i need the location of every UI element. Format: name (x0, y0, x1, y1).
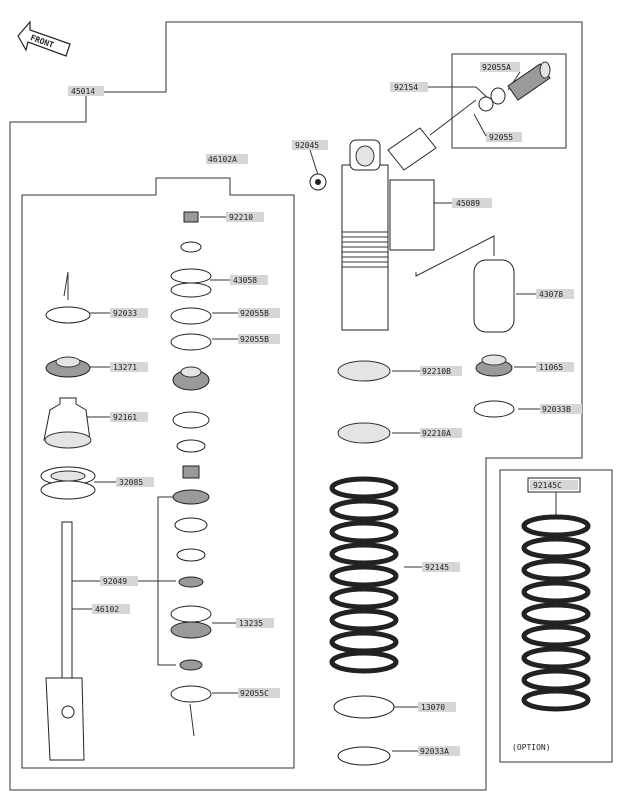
svg-text:92033B: 92033B (542, 405, 571, 414)
collar-43058 (170, 268, 212, 298)
reservoir-cap-box (451, 53, 567, 149)
label-92033B: 92033B (540, 404, 582, 414)
cap-11065 (475, 354, 513, 377)
lock-nut-92210A (337, 422, 391, 444)
label-92055C: 92055C (238, 688, 280, 698)
washer-top (180, 241, 202, 253)
label-92045: 92045 (292, 140, 328, 150)
svg-text:13235: 13235 (239, 619, 263, 628)
svg-text:46102A: 46102A (208, 155, 237, 164)
clip-92033 (45, 306, 91, 324)
leader-lines (63, 71, 557, 752)
label-92033: 92033 (110, 308, 148, 318)
clip-92033B (473, 400, 515, 418)
label-92055B-1: 92055B (238, 308, 280, 318)
label-46102: 46102 (92, 604, 130, 614)
label-92210A: 92210A (420, 428, 462, 438)
assembly-outline (9, 21, 583, 791)
label-92145: 92145 (422, 562, 460, 572)
nut-92210 (183, 211, 199, 223)
svg-text:92161: 92161 (113, 413, 137, 422)
piston-head (172, 366, 210, 391)
piston-rod-46102 (45, 521, 85, 761)
svg-text:92055C: 92055C (240, 689, 269, 698)
svg-text:92055A: 92055A (482, 63, 511, 72)
label-11065: 11065 (536, 362, 574, 372)
svg-text:92154: 92154 (394, 83, 418, 92)
clip-92033A (337, 746, 391, 766)
piston-13235 (170, 605, 212, 639)
svg-text:92049: 92049 (103, 577, 127, 586)
svg-text:43058: 43058 (233, 276, 257, 285)
shims (172, 411, 210, 588)
seat-13070 (333, 695, 395, 719)
label-46102A: 46102A (206, 154, 248, 164)
svg-text:92055B: 92055B (240, 309, 269, 318)
label-92210B: 92210B (420, 366, 462, 376)
label-92055B-2: 92055B (238, 334, 280, 344)
label-43058: 43058 (230, 275, 268, 285)
label-92055: 92055 (486, 132, 522, 142)
label-92210: 92210 (226, 212, 264, 222)
label-32085: 32085 (116, 477, 154, 487)
shock-body (309, 127, 437, 331)
svg-text:45089: 45089 (456, 199, 480, 208)
label-92154: 92154 (390, 82, 428, 92)
spring-92145 (329, 476, 399, 674)
o-ring-92055C (170, 685, 212, 703)
svg-text:92210B: 92210B (422, 367, 451, 376)
svg-text:13070: 13070 (421, 703, 445, 712)
svg-text:92210A: 92210A (422, 429, 451, 438)
svg-text:45014: 45014 (71, 87, 95, 96)
spring-92145C (521, 514, 591, 712)
option-box (499, 469, 613, 763)
label-92033A: 92033A (418, 746, 460, 756)
label-45014: 45014 (68, 86, 104, 96)
o-ring-92055B-2 (170, 333, 212, 351)
label-45089: 45089 (452, 198, 492, 208)
svg-text:92210: 92210 (229, 213, 253, 222)
svg-text:13271: 13271 (113, 363, 137, 372)
part-labels: 45014 46102A 92154 92055A 92055 92045 45… (68, 62, 582, 756)
label-43078: 43078 (536, 289, 574, 299)
label-13235: 13235 (236, 618, 274, 628)
svg-text:43078: 43078 (539, 290, 563, 299)
svg-text:92033: 92033 (113, 309, 137, 318)
label-92145C: 92145C (527, 477, 581, 493)
bladder (473, 259, 515, 333)
option-label: (OPTION) (512, 743, 551, 752)
lock-nut-92210B (337, 360, 391, 382)
bump-rubber-92161 (43, 397, 92, 449)
label-92049: 92049 (100, 576, 138, 586)
svg-text:92045: 92045 (295, 141, 319, 150)
label-13271: 13271 (110, 362, 148, 372)
svg-text:46102: 46102 (95, 605, 119, 614)
svg-text:92145: 92145 (425, 563, 449, 572)
o-ring-92055B-1 (170, 307, 212, 325)
kit-outline (21, 177, 295, 769)
front-arrow-icon: FRONT (17, 20, 71, 57)
svg-text:32085: 32085 (119, 478, 143, 487)
cap-32085 (40, 466, 96, 500)
svg-text:92055B: 92055B (240, 335, 269, 344)
svg-text:92033A: 92033A (420, 747, 449, 756)
svg-text:92055: 92055 (489, 133, 513, 142)
nut-bottom (179, 659, 203, 671)
label-92161: 92161 (110, 412, 148, 422)
reservoir-cap (478, 61, 551, 112)
seal-13271 (45, 356, 91, 378)
svg-text:92145C: 92145C (533, 481, 562, 490)
label-13070: 13070 (418, 702, 456, 712)
svg-text:11065: 11065 (539, 363, 563, 372)
label-92055A-top: 92055A (480, 62, 520, 72)
